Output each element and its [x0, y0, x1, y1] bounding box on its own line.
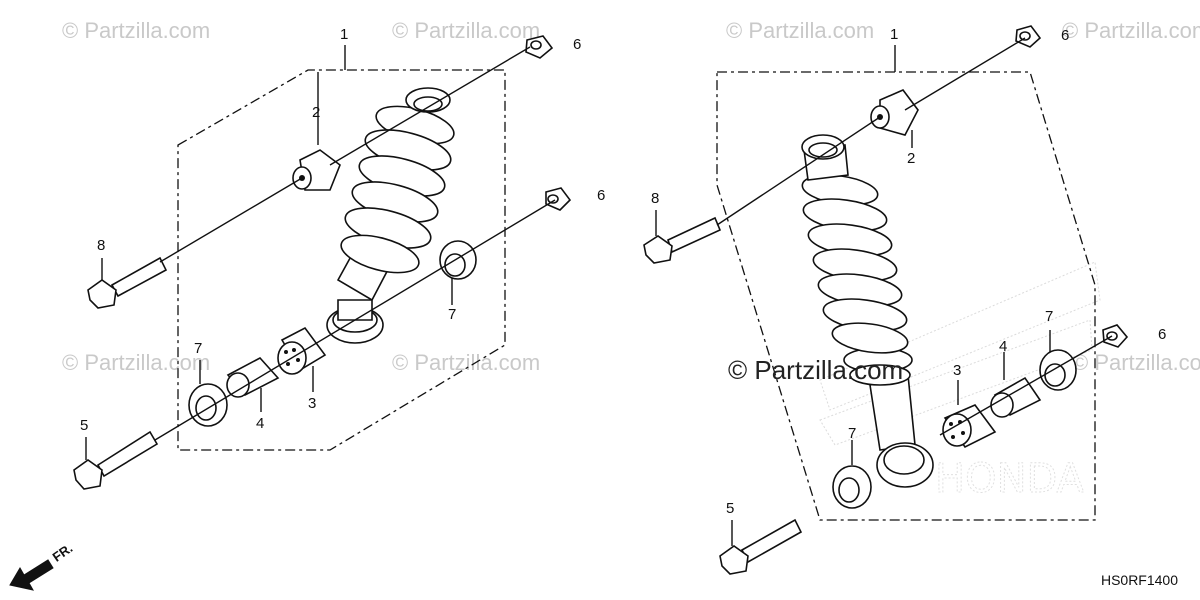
- callout-part-4: 4: [999, 338, 1008, 355]
- callout-part-1: 1: [340, 26, 349, 43]
- collar-part-7-upper: [1039, 349, 1077, 391]
- callout-part-5: 5: [726, 500, 735, 517]
- coil-spring: [340, 105, 455, 274]
- collar-part-4: [990, 376, 1042, 418]
- callout-part-6: 6: [1158, 326, 1167, 343]
- callout-part-8: 8: [651, 190, 660, 207]
- bolt-part-8: [643, 216, 722, 264]
- callout-part-7: 7: [848, 425, 857, 442]
- watermark: © Partzilla.com: [1072, 350, 1200, 375]
- nut-part-6-lower: [545, 187, 572, 211]
- bolt-part-8: [87, 256, 168, 309]
- bushing-part-3: [942, 404, 997, 449]
- collar-part-7-lower: [188, 383, 228, 427]
- honda-wing-watermark: HONDA: [819, 261, 1101, 503]
- coil-spring: [801, 174, 909, 354]
- shock-absorber: [801, 134, 934, 488]
- callout-part-6: 6: [1061, 27, 1070, 44]
- callout-part-4: 4: [256, 415, 265, 432]
- assembly-boundary: [177, 69, 506, 451]
- collar-part-7-upper: [439, 240, 477, 280]
- shock-absorber: [326, 87, 455, 344]
- bolt-part-5: [719, 518, 803, 575]
- watermark: © Partzilla.com: [62, 18, 211, 43]
- watermark: © Partzilla.com: [62, 350, 211, 375]
- collar-part-7-lower: [832, 465, 872, 509]
- reference-code: HS0RF1400: [1100, 572, 1178, 588]
- callout-part-7: 7: [194, 340, 203, 357]
- callout-part-5: 5: [80, 417, 89, 434]
- watermark: © Partzilla.com: [392, 18, 541, 43]
- center-watermark: © Partzilla.com: [728, 355, 904, 385]
- callout-part-2: 2: [907, 150, 916, 167]
- watermark: © Partzilla.com: [726, 18, 875, 43]
- nut-part-6-upper: [1015, 25, 1042, 48]
- callout-part-8: 8: [97, 237, 106, 254]
- front-arrow-icon: [9, 559, 54, 591]
- bolt-part-5: [73, 430, 159, 490]
- callout-part-2: 2: [312, 104, 321, 121]
- assembly-boundary: [716, 71, 1096, 521]
- svg-text:HONDA: HONDA: [935, 456, 1085, 502]
- nut-part-6-lower: [1102, 324, 1129, 348]
- callout-part-7: 7: [448, 306, 457, 323]
- bushing-part-2: [292, 149, 341, 191]
- callout-part-3: 3: [953, 362, 962, 379]
- bushing-part-2: [870, 89, 919, 136]
- callout-part-1: 1: [890, 26, 899, 43]
- callout-part-3: 3: [308, 395, 317, 412]
- watermark: © Partzilla.com: [1062, 18, 1200, 43]
- watermark: © Partzilla.com: [392, 350, 541, 375]
- collar-part-4: [226, 357, 280, 398]
- right-assembly: [643, 25, 1129, 575]
- callout-part-6: 6: [597, 187, 606, 204]
- bushing-part-3: [277, 326, 327, 375]
- callout-part-7: 7: [1045, 308, 1054, 325]
- left-assembly: [73, 35, 572, 490]
- callout-part-6: 6: [573, 36, 582, 53]
